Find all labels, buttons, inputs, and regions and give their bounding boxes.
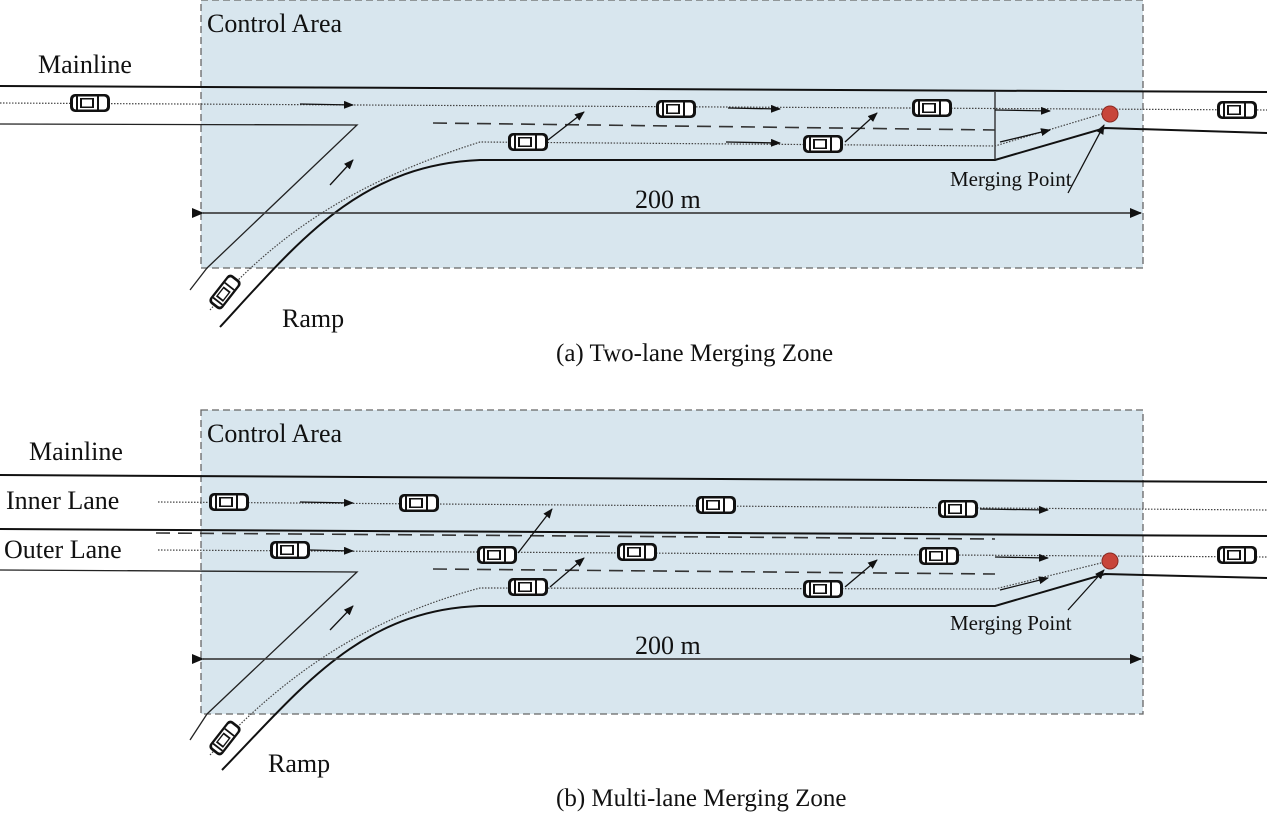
arrow: [979, 505, 1049, 514]
vehicle-icon: [508, 578, 548, 596]
vehicle-icon: [919, 547, 959, 565]
vehicle-icon: [1217, 546, 1257, 564]
ramp-label-b: Ramp: [268, 749, 330, 778]
lane-divider-b1: [155, 532, 996, 540]
lane-separator-b: [0, 528, 1267, 537]
mainline-label-b: Mainline: [29, 437, 123, 466]
vehicle-icon: [696, 496, 736, 514]
arrow: [299, 498, 354, 507]
vehicle-icon: [399, 494, 439, 512]
lane-change-arrow: [549, 557, 585, 588]
vehicle-icon: [803, 580, 843, 598]
outer-lane-label: Outer Lane: [4, 535, 122, 564]
mainline-bottom-edge-b: [0, 569, 359, 715]
arrow: [329, 159, 354, 186]
arrow: [309, 546, 354, 555]
inner-lane-trajectory: [157, 501, 1267, 511]
ramp-left-edge: [189, 267, 208, 291]
lane-change-arrow: [844, 112, 878, 143]
outer-lane-trajectory: [157, 549, 1267, 558]
merging-point-a: [1101, 105, 1119, 123]
arrow: [994, 553, 1049, 562]
vehicle-icon: [1217, 101, 1257, 119]
ramp-trajectory-a: [209, 112, 1106, 311]
merging-point-label-a: Merging Point: [950, 167, 1072, 191]
vehicle-icon: [912, 99, 952, 117]
mainline-label-a: Mainline: [38, 50, 132, 79]
vehicle-icon: [938, 500, 978, 518]
control-area-label-b: Control Area: [207, 419, 342, 448]
panel-b: Control Area Mainline Inner Lane Outer L…: [0, 409, 1267, 812]
merging-point-b: [1101, 552, 1119, 570]
merging-point-label-b: Merging Point: [950, 611, 1072, 635]
lane-divider-b2: [432, 568, 996, 575]
lane-change-arrow: [547, 111, 585, 141]
vehicle-icon: [803, 135, 843, 153]
lane-change-arrow: [844, 559, 878, 588]
distance-label-b: 200 m: [635, 631, 701, 660]
control-area-b: [200, 409, 1144, 715]
ramp-label-a: Ramp: [282, 304, 344, 333]
arrow: [299, 100, 354, 109]
vehicle-icon: [656, 100, 696, 118]
mainline-bottom-edge: [0, 123, 359, 269]
arrow: [999, 128, 1051, 143]
ramp-right-edge-b: [221, 572, 1267, 771]
vehicle-icon: [209, 493, 249, 511]
lane-change-arrow: [517, 508, 553, 554]
vehicle-icon: [207, 272, 243, 312]
merging-point-pointer: [1067, 569, 1105, 611]
mainline-top-edge: [0, 85, 1267, 93]
arrow: [329, 605, 354, 631]
ramp-right-edge: [219, 126, 1267, 328]
vehicle-icon: [70, 94, 110, 112]
vehicle-icon: [508, 133, 548, 151]
control-area-label-a: Control Area: [207, 9, 342, 38]
arrow: [727, 104, 781, 113]
inner-lane-label: Inner Lane: [6, 486, 119, 515]
ramp-left-edge-b: [189, 713, 208, 741]
lane-divider-a: [432, 122, 996, 131]
vehicle-icon: [477, 546, 517, 564]
mainline-trajectory-a: [0, 102, 1267, 111]
vehicle-icon: [270, 541, 310, 559]
panel-a: Control Area Mainline Merging Point: [0, 0, 1267, 367]
distance-label-a: 200 m: [635, 185, 701, 214]
arrow: [725, 138, 781, 147]
vehicle-icon: [617, 543, 657, 561]
arrow: [999, 576, 1049, 591]
ramp-trajectory-b: [209, 561, 1106, 756]
caption-b: (b) Multi-lane Merging Zone: [556, 785, 846, 812]
control-area-a: [200, 0, 1144, 269]
arrow: [994, 106, 1051, 115]
caption-a: (a) Two-lane Merging Zone: [556, 340, 833, 367]
merging-point-pointer: [1067, 124, 1105, 194]
mainline-top-edge-b: [0, 474, 1267, 483]
